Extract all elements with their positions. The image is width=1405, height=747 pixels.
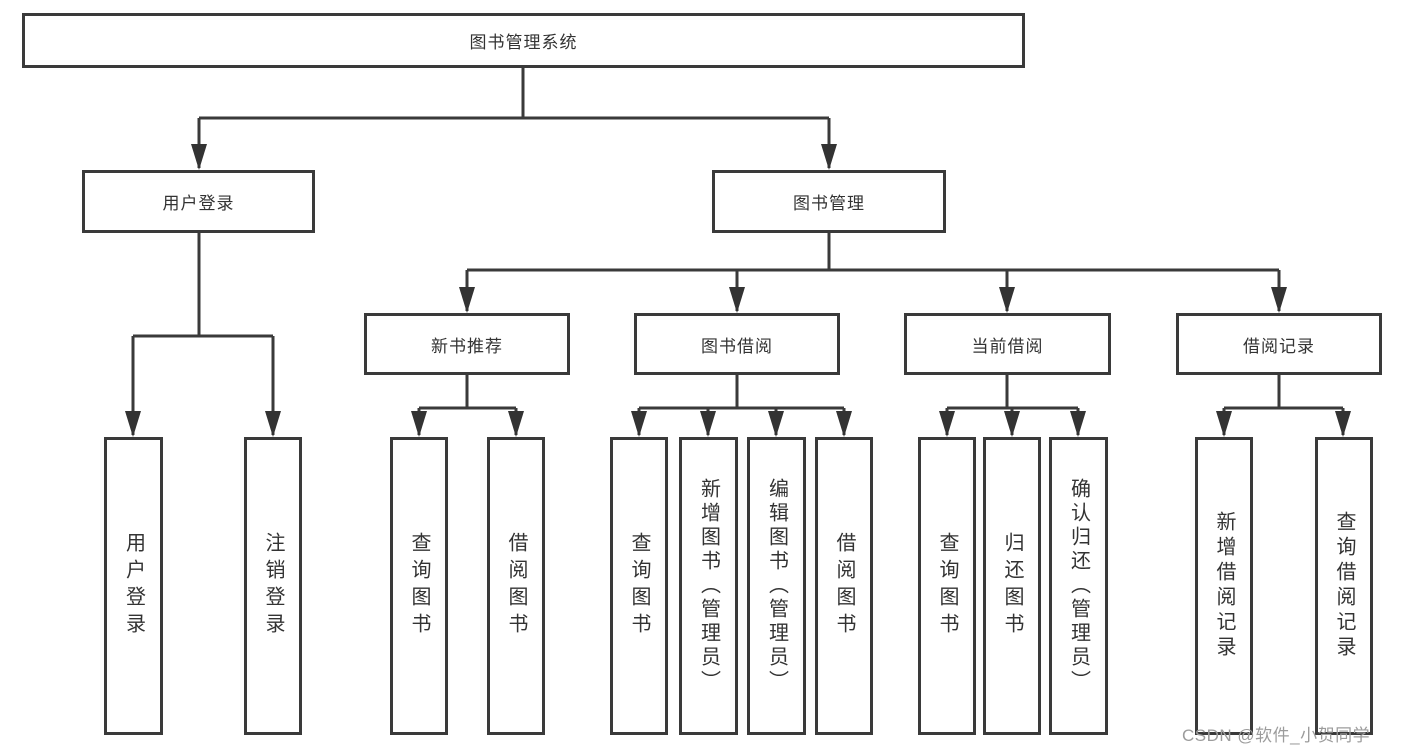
node-new-book-recommend: 新书推荐 (364, 313, 570, 375)
leaf-current-return-book: 归还图书 (983, 437, 1041, 735)
leaf-records-add-record: 新增借阅记录 (1195, 437, 1253, 735)
node-current-borrow: 当前借阅 (904, 313, 1111, 375)
csdn-watermark: CSDN @软件_小贺同学 (1182, 726, 1371, 745)
leaf-rec-query-book: 查询图书 (390, 437, 448, 735)
node-user-login: 用户登录 (82, 170, 315, 233)
leaf-borrow-query-book: 查询图书 (610, 437, 668, 735)
leaf-current-confirm-return-admin: 确认归还（管理员） (1049, 437, 1108, 735)
leaf-current-query-book: 查询图书 (918, 437, 976, 735)
leaf-rec-borrow-book: 借阅图书 (487, 437, 545, 735)
leaf-records-query-record: 查询借阅记录 (1315, 437, 1373, 735)
node-borrow-records: 借阅记录 (1176, 313, 1382, 375)
node-root: 图书管理系统 (22, 13, 1025, 68)
node-book-borrow: 图书借阅 (634, 313, 840, 375)
leaf-borrow-borrow-book: 借阅图书 (815, 437, 873, 735)
leaf-borrow-edit-book-admin: 编辑图书（管理员） (747, 437, 806, 735)
node-book-management: 图书管理 (712, 170, 946, 233)
leaf-borrow-add-book-admin: 新增图书（管理员） (679, 437, 738, 735)
leaf-logout: 注销登录 (244, 437, 302, 735)
leaf-user-login: 用户登录 (104, 437, 163, 735)
